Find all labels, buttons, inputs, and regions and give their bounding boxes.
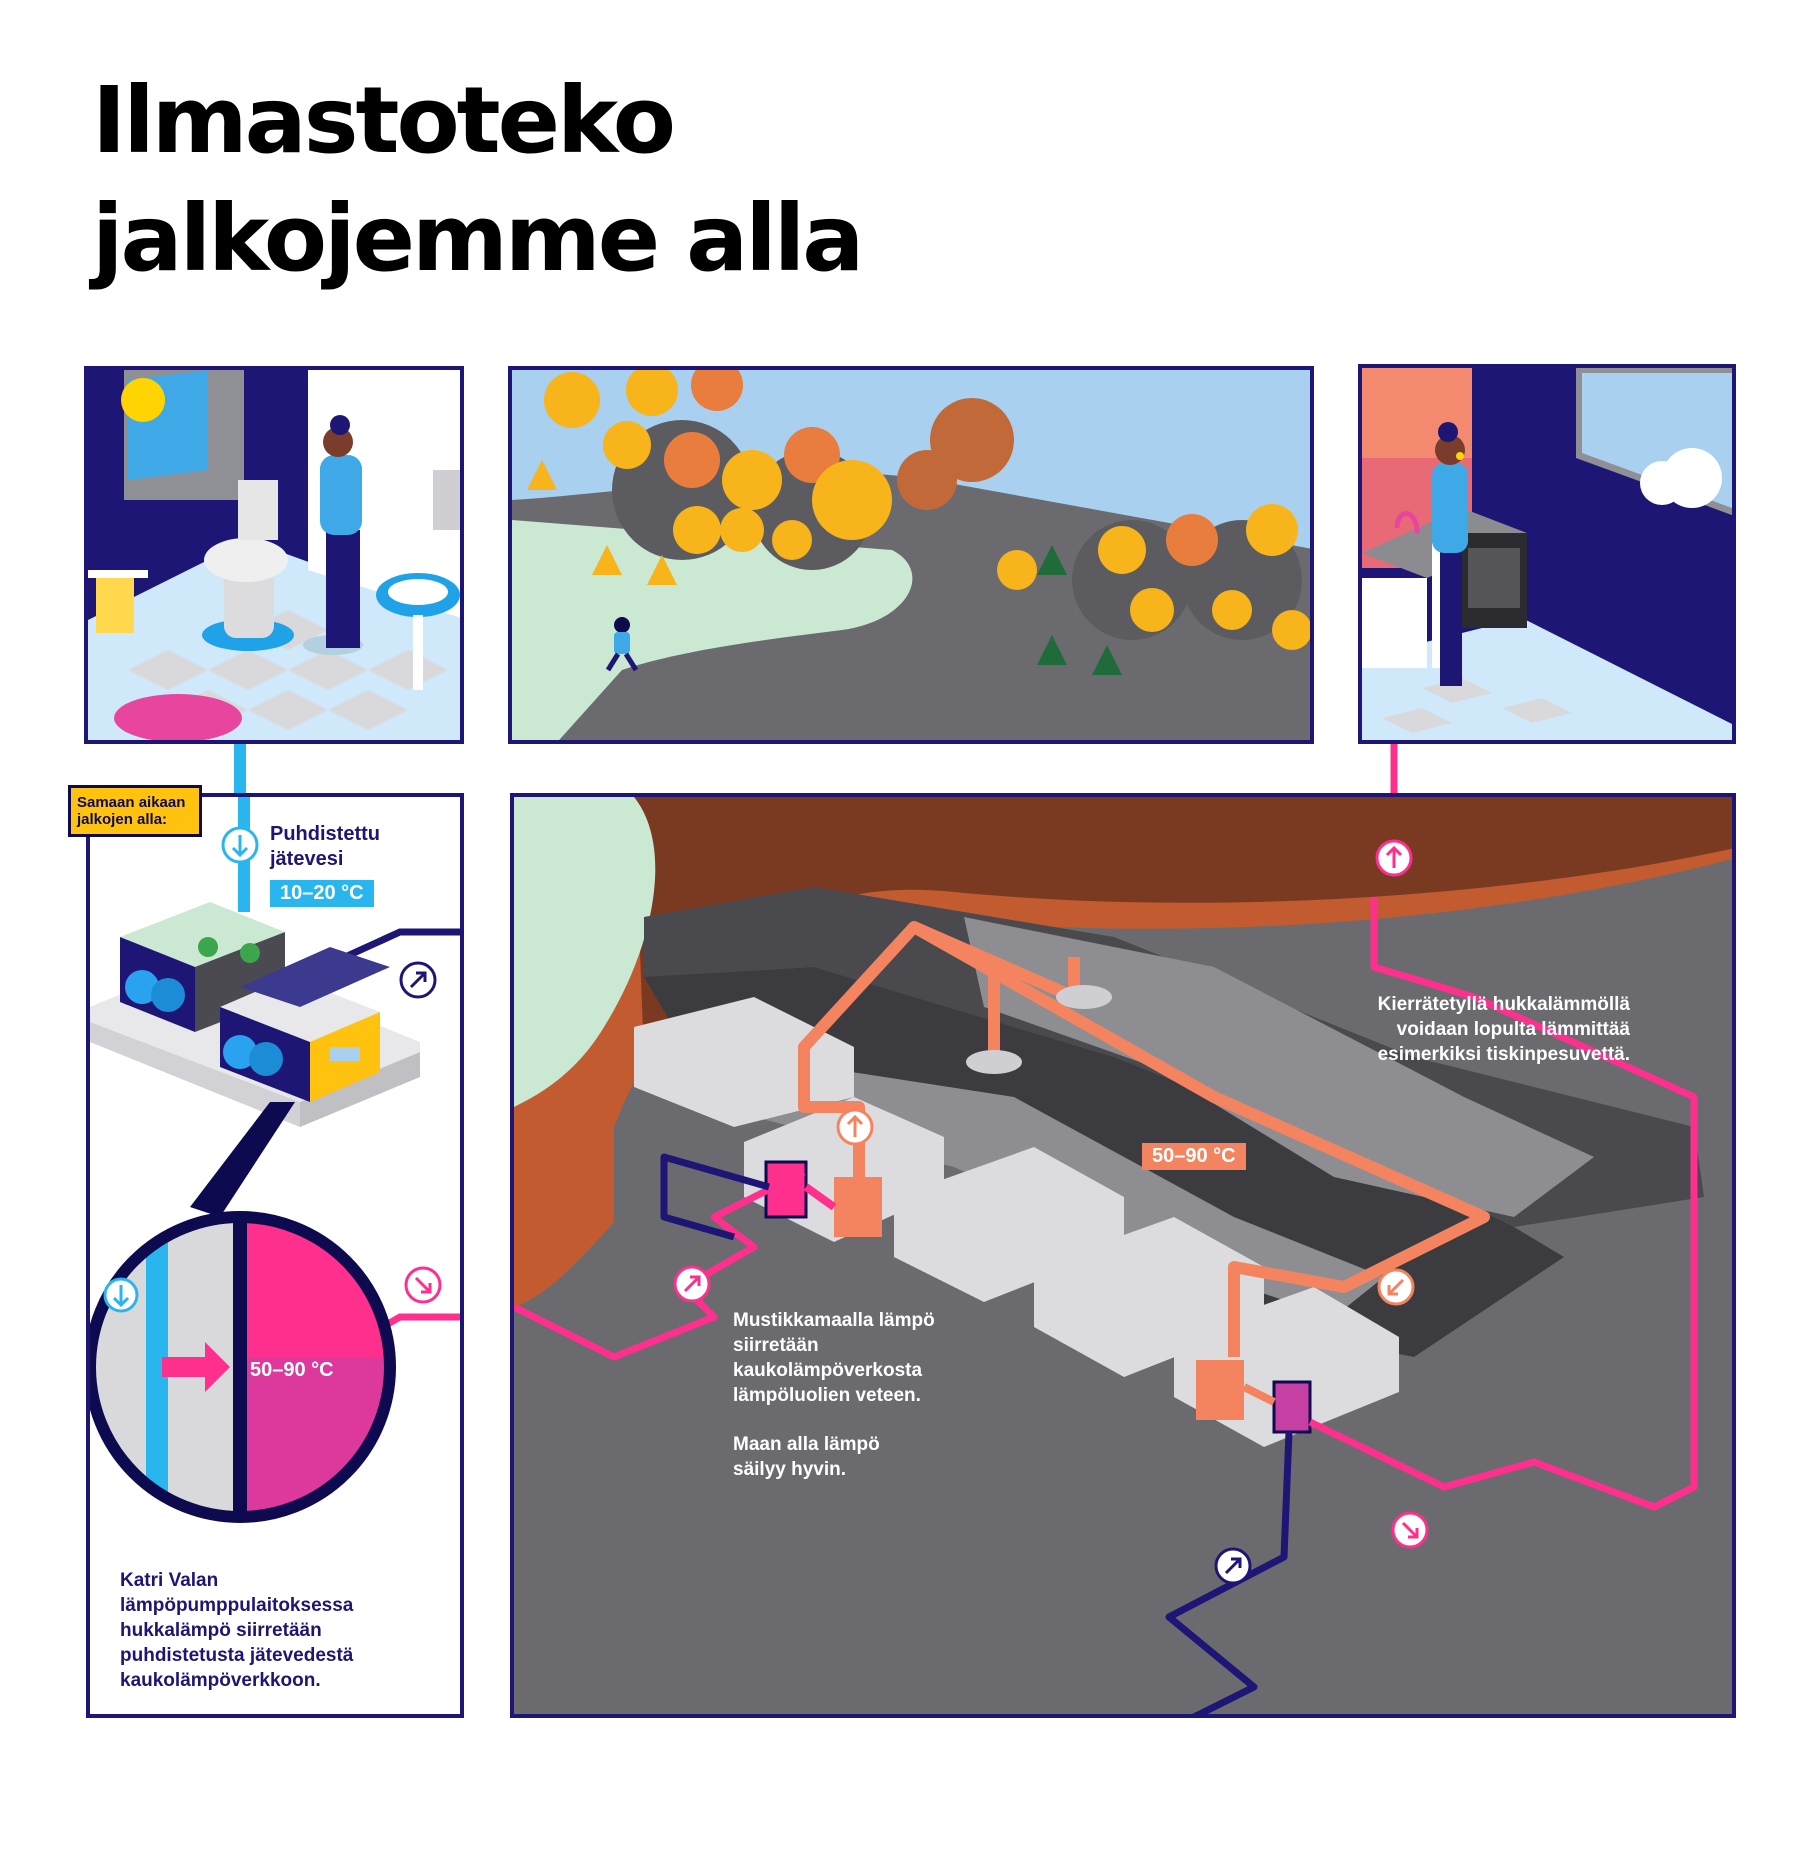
- storage-description: Mustikkamaalla lämpö siirretään kaukoläm…: [733, 1310, 935, 1406]
- arrow-up-icon: [836, 1108, 874, 1146]
- page-title: Ilmastoteko jalkojemme alla: [92, 62, 864, 298]
- forest-scene: [512, 370, 1310, 740]
- heat-temperature-label: 50–90 °C: [250, 1359, 334, 1381]
- arrow-down-icon: [221, 826, 259, 864]
- underground-panel: 50–90 °C: [510, 793, 1736, 1718]
- arrow-up-right-icon: [673, 1265, 711, 1303]
- heat-pump-scene: [90, 797, 460, 1714]
- arrow-down-left-icon: [1377, 1268, 1415, 1306]
- timing-tag: Samaan aikaan jalkojen alla:: [68, 785, 202, 837]
- kitchen-scene: [1362, 368, 1732, 740]
- arrow-up-icon: [1375, 839, 1413, 877]
- bathroom-panel: [84, 366, 464, 744]
- title-line-1: Ilmastoteko: [92, 67, 676, 174]
- water-label: Puhdistettu jätevesi: [270, 823, 380, 870]
- arrow-down-right-icon: [1391, 1511, 1429, 1549]
- arrow-down-right-icon: [404, 1266, 442, 1304]
- arrow-up-right-icon: [399, 961, 437, 999]
- storage-note: Maan alla lämpö säilyy hyvin.: [733, 1434, 880, 1480]
- kitchen-panel: [1358, 364, 1736, 744]
- arrow-down-icon: [103, 1277, 139, 1313]
- title-line-2: jalkojemme alla: [92, 185, 864, 292]
- forest-panel: [508, 366, 1314, 744]
- reuse-description: Kierrätetyllä hukkalämmöllä voidaan lopu…: [1377, 994, 1630, 1065]
- heat-pump-panel: [86, 793, 464, 1718]
- water-temperature-badge: 10–20 °C: [270, 880, 374, 907]
- cavern-temperature-badge: 50–90 °C: [1142, 1143, 1246, 1170]
- underground-scene: [514, 797, 1732, 1714]
- zoom-pointer: [190, 1102, 295, 1217]
- heat-pump-description: Katri Valan lämpöpumppulaitoksessa hukka…: [120, 1570, 354, 1691]
- arrow-up-right-icon: [1214, 1547, 1252, 1585]
- bathroom-scene: [88, 370, 460, 740]
